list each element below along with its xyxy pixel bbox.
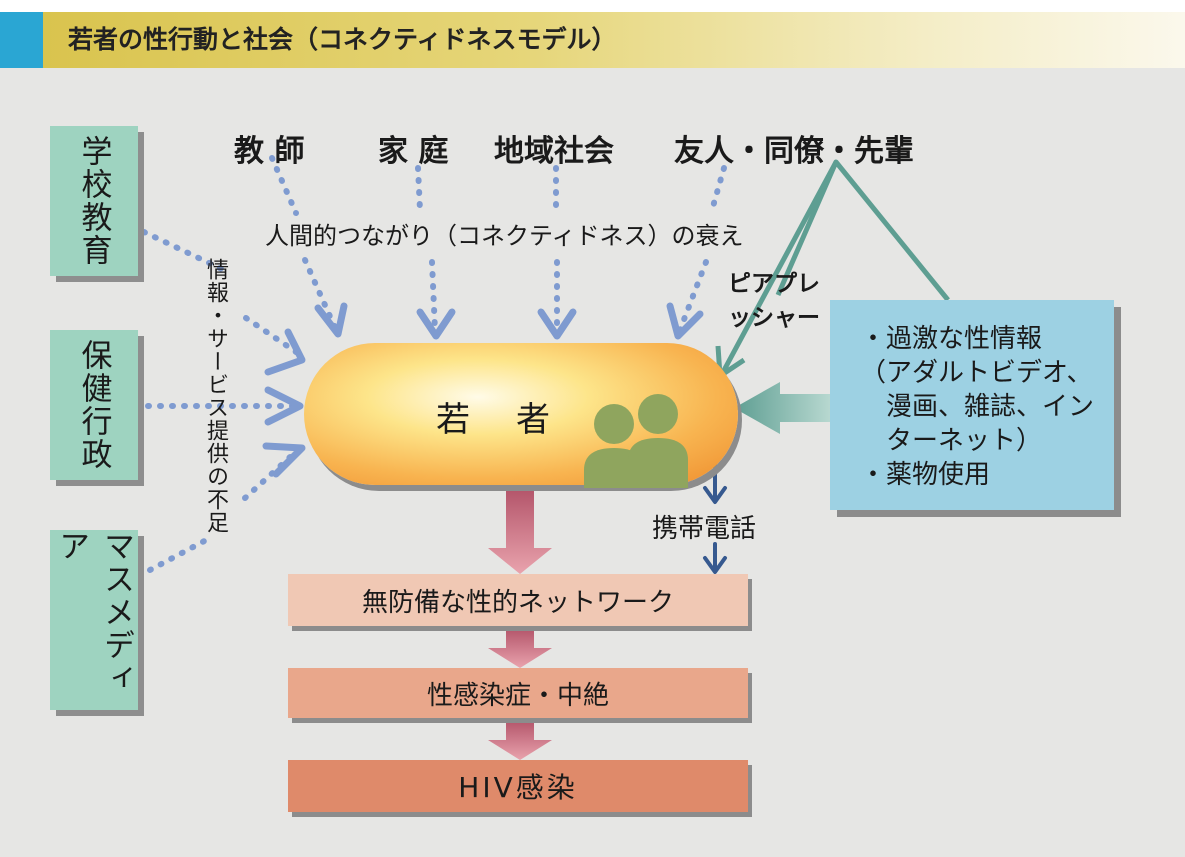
arrowheads	[262, 302, 704, 478]
outcome-hiv-infection: HIV感染	[288, 760, 748, 812]
page-title: 若者の性行動と社会（コネクティドネスモデル）	[68, 25, 617, 54]
info-service-shortage-label: 情報・サービス提供の不足	[203, 258, 228, 534]
mobile-phone-label: 携帯電話	[652, 514, 757, 544]
outcome-sti-abortion: 性感染症・中絶	[288, 668, 748, 718]
label-teacher: 教 師	[234, 134, 305, 169]
peer-pressure-label-2: ッシャー	[728, 305, 820, 331]
box-health-administration: 保健行政	[50, 330, 138, 480]
outcome-flow-arrows	[488, 484, 552, 760]
top-influence-arrows	[141, 155, 727, 573]
connectedness-decline-label: 人間的つながり（コネクティドネス）の衰え	[265, 222, 744, 250]
outcome-unprotected-network-label: 無防備な性的ネットワーク	[361, 587, 674, 618]
label-family: 家 庭	[378, 134, 449, 169]
peer-pressure-label-1: ピアプレ	[728, 271, 820, 297]
outcome-hiv-infection-label: HIV感染	[458, 771, 578, 804]
people-icon	[584, 394, 688, 488]
info-line-4: ターネット）	[886, 426, 1043, 456]
box-school-education-label: 学校教育	[75, 135, 112, 267]
info-line-1: ・過激な性情報	[860, 324, 1043, 354]
box-mass-media: マスメディア	[50, 530, 138, 710]
box-health-administration-label: 保健行政	[75, 339, 112, 471]
info-line-2: （アダルトビデオ、	[860, 358, 1093, 388]
info-to-youth-arrow	[734, 382, 832, 434]
youth-label: 若 者	[436, 400, 556, 440]
outcome-sti-abortion-label: 性感染症・中絶	[426, 680, 609, 711]
sexual-info-box: ・過激な性情報 （アダルトビデオ、 漫画、雑誌、イン ターネット） ・薬物使用	[830, 300, 1114, 510]
info-line-5: ・薬物使用	[860, 460, 991, 490]
box-mass-media-label: マスメディア	[53, 530, 134, 695]
label-community: 地域社会	[494, 134, 614, 169]
header-accent	[0, 12, 43, 68]
label-friends: 友人・同僚・先輩	[674, 134, 914, 169]
info-line-3: 漫画、雑誌、イン	[886, 392, 1095, 422]
outcome-unprotected-network: 無防備な性的ネットワーク	[288, 574, 748, 626]
header-bar	[0, 12, 1185, 68]
box-school-education: 学校教育	[50, 126, 138, 276]
